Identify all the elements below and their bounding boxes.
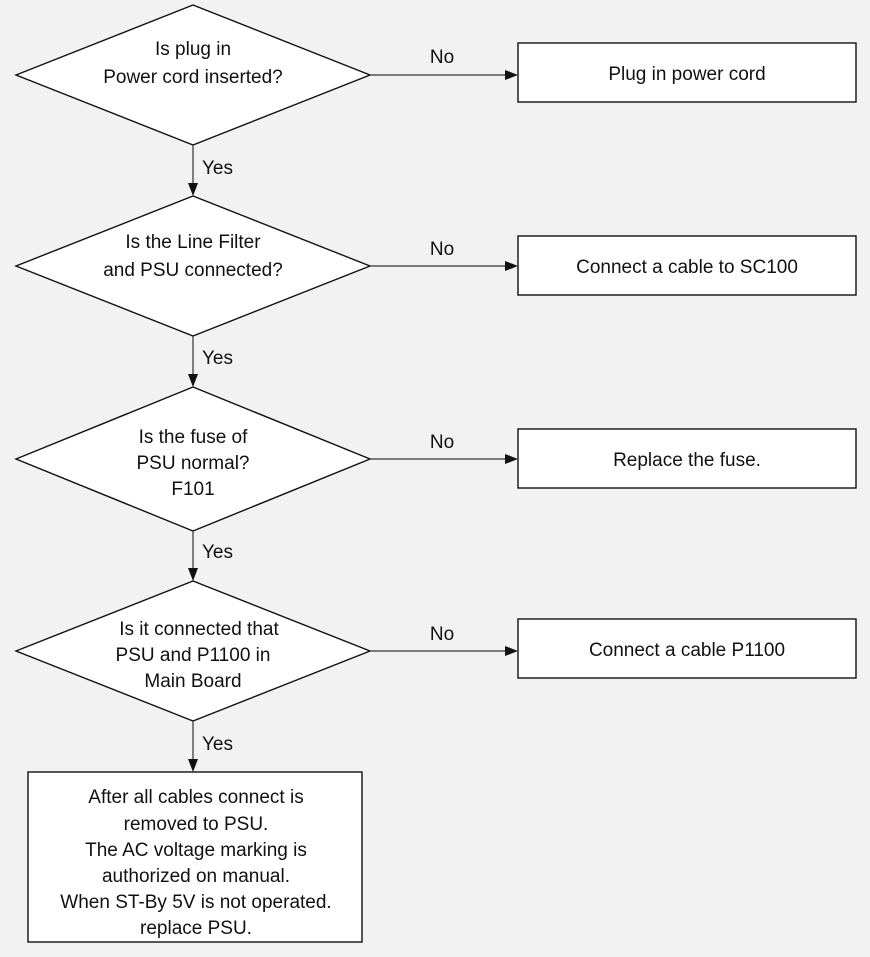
decision-4-line-2: PSU and P1100 in xyxy=(116,645,271,666)
decision-3-line-3: F101 xyxy=(171,479,214,500)
decision-4-line-1: Is it connected that xyxy=(119,619,279,640)
decision-1-line-1: Is plug in xyxy=(155,39,231,60)
action-box-4 xyxy=(517,618,857,679)
no-arrowhead-4 xyxy=(505,646,518,656)
no-arrowhead-1 xyxy=(505,70,518,80)
action-box-1 xyxy=(517,42,857,103)
yes-arrowhead-3 xyxy=(188,568,198,581)
decision-1-line-2: Power cord inserted? xyxy=(103,67,283,88)
final-action-box xyxy=(27,771,363,943)
final-line-2: removed to PSU. xyxy=(124,814,269,835)
no-label-1: No xyxy=(430,47,454,68)
no-label-4: No xyxy=(430,624,454,645)
action-4-label: Connect a cable P1100 xyxy=(589,640,785,661)
yes-arrowhead-2 xyxy=(188,374,198,387)
action-1-label: Plug in power cord xyxy=(608,64,765,85)
decision-2-line-1: Is the Line Filter xyxy=(125,232,261,253)
decision-3-line-1: Is the fuse of xyxy=(139,427,249,448)
final-line-5: When ST-By 5V is not operated. xyxy=(60,892,331,913)
yes-arrowhead-1 xyxy=(188,183,198,196)
no-label-2: No xyxy=(430,239,454,260)
action-2-label: Connect a cable to SC100 xyxy=(576,257,798,278)
final-line-6: replace PSU. xyxy=(140,918,252,939)
yes-label-1: Yes xyxy=(202,158,233,179)
yes-label-3: Yes xyxy=(202,542,233,563)
action-box-2 xyxy=(517,235,857,296)
final-line-4: authorized on manual. xyxy=(102,866,290,887)
no-label-3: No xyxy=(430,432,454,453)
no-arrowhead-3 xyxy=(505,454,518,464)
action-box-3 xyxy=(517,428,857,489)
decision-4-line-3: Main Board xyxy=(144,671,241,692)
decision-2-line-2: and PSU connected? xyxy=(103,260,283,281)
action-3-label: Replace the fuse. xyxy=(613,450,761,471)
final-line-1: After all cables connect is xyxy=(88,787,303,808)
final-line-3: The AC voltage marking is xyxy=(85,840,307,861)
no-arrowhead-2 xyxy=(505,261,518,271)
yes-arrowhead-4 xyxy=(188,759,198,772)
decision-3-line-2: PSU normal? xyxy=(137,453,250,474)
yes-label-2: Yes xyxy=(202,348,233,369)
yes-label-4: Yes xyxy=(202,734,233,755)
